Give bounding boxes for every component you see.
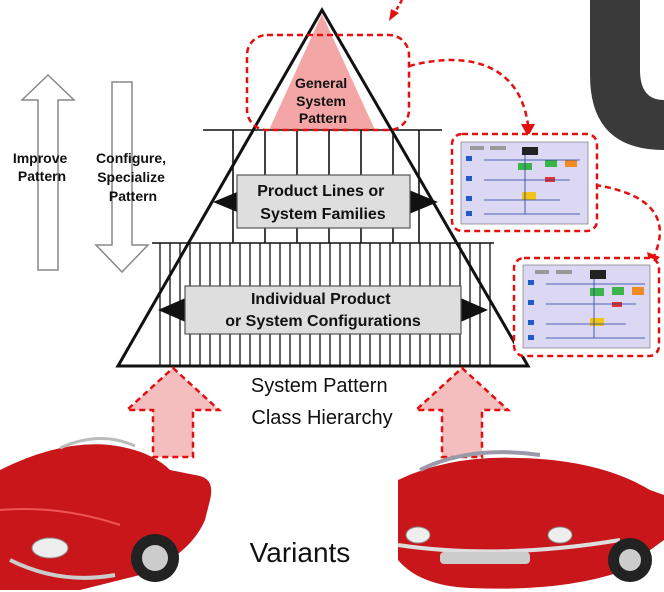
right-red-car	[397, 450, 664, 589]
dashed-arrow-to-model-2	[594, 183, 662, 267]
left-red-car	[0, 436, 212, 590]
variants-label: Variants	[250, 537, 351, 568]
system-model-thumbnail-1	[450, 132, 599, 233]
configure-arrow	[94, 81, 150, 274]
improve-pattern-label: Improve Pattern	[13, 150, 71, 184]
dashed-arrow-to-model-1	[408, 58, 535, 137]
variant-up-arrow-right	[412, 366, 512, 459]
svg-text:Product Lines or System: Product Lines or System Families	[257, 183, 389, 223]
improve-arrow	[20, 73, 76, 271]
individual-product-box: Individual Product or System Configurati…	[158, 285, 488, 335]
top-tier-highlight	[245, 33, 411, 132]
incoming-dashed-arrow	[389, 0, 404, 21]
product-lines-box: Product Lines or System Families	[213, 174, 438, 229]
variant-up-arrow-left	[123, 366, 223, 459]
pyramid-top-tier	[269, 14, 375, 130]
corner-decoration	[590, 0, 664, 150]
configure-pattern-label: Configure, Specialize Pattern	[96, 150, 170, 204]
system-model-thumbnail-2	[512, 256, 661, 358]
general-system-pattern-label: General System Pattern	[295, 75, 351, 126]
pyramid-caption: System Pattern Class Hierarchy	[251, 375, 393, 429]
svg-text:Individual Product or Sy: Individual Product or System Configurati…	[225, 291, 421, 330]
pyramid-outline	[115, 6, 531, 368]
